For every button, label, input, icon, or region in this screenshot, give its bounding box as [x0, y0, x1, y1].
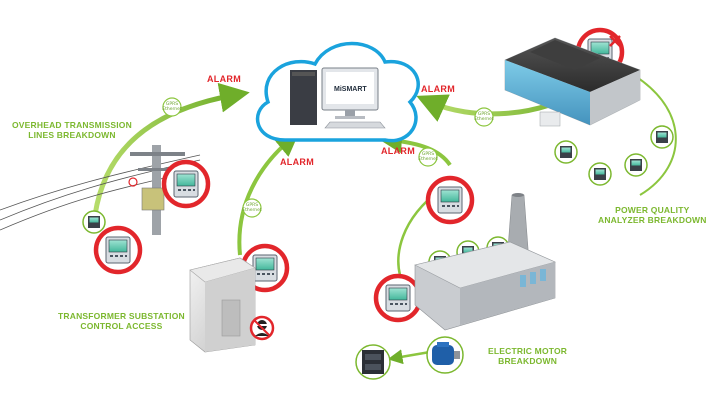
alarm-label-transformer: ALARM — [280, 157, 314, 167]
electric-motor-icon — [426, 336, 464, 374]
x-mark-icon — [609, 35, 621, 47]
brand-logo: MiSMART — [334, 86, 367, 93]
label-motor: ELECTRIC MOTOR BREAKDOWN — [488, 346, 568, 366]
label-transformer: TRANSFORMER SUBSTATION CONTROL ACCESS — [58, 311, 185, 331]
alarm-label-building: ALARM — [421, 84, 455, 94]
label-power-quality: POWER QUALITY ANALYZER BREAKDOWN — [598, 205, 707, 225]
alarm-label-transmission: ALARM — [207, 74, 241, 84]
arrow-transmission-to-server — [92, 82, 250, 216]
comm-badge — [162, 97, 494, 218]
office-building-icon — [504, 37, 641, 127]
arrow-pq-loop — [624, 69, 677, 196]
arrow-transformer-to-server — [237, 132, 300, 256]
label-transmission: OVERHEAD TRANSMISSION LINES BREAKDOWN — [12, 120, 132, 140]
contactor-icon — [355, 344, 391, 380]
computer-icon — [290, 67, 386, 129]
arrow-motor-to-contactor — [387, 349, 431, 365]
transformer-box-icon — [189, 257, 256, 353]
thief-icon — [249, 315, 275, 341]
alarm-label-factory: ALARM — [381, 146, 415, 156]
factory-icon — [414, 193, 556, 331]
